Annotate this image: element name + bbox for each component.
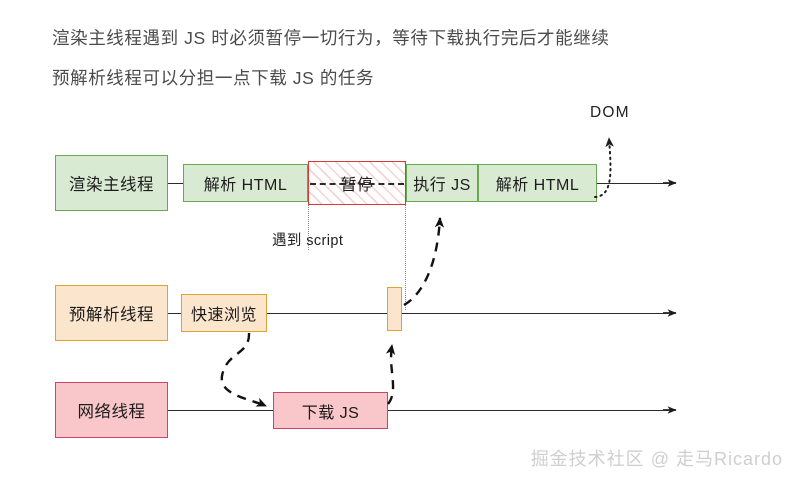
segment-parse-html-1: 解析 HTML [183,164,308,202]
timeline-rule-row3-right [388,410,669,411]
connector-stub-row2 [168,313,181,314]
connector-stub-row1 [168,183,183,184]
segment-parse-html-2: 解析 HTML [478,164,597,202]
headline-line-1: 渲染主线程遇到 JS 时必须暂停一切行为，等待下载执行完后才能继续 [52,28,610,48]
row-label-pre-parse-thread: 预解析线程 [55,285,168,341]
segment-preload-tick [387,287,402,331]
segment-download-js: 下载 JS [273,392,388,429]
guide-line-script-end [405,205,406,310]
segment-pause-label: 暂停 [340,177,374,194]
segment-quick-scan: 快速浏览 [181,294,267,332]
arrow-tick-to-execute-js [403,217,445,307]
arrow-dom-output [594,137,614,198]
arrow-quickscan-to-download [220,332,267,408]
annotation-encounter-script: 遇到 script [272,233,344,249]
timeline-rule-row2 [267,313,669,314]
headline-line-2: 预解析线程可以分担一点下载 JS 的任务 [52,68,375,88]
timeline-rule-row3-left [168,410,273,411]
row-label-render-main-thread: 渲染主线程 [55,155,168,211]
guide-line-script-start [308,205,309,250]
watermark: 掘金技术社区 @ 走马Ricardo [530,449,783,469]
annotation-dom-output: DOM [590,104,630,121]
timeline-rule-row1 [597,183,669,184]
pause-dashed-line [310,183,404,185]
arrow-download-to-tick [385,344,396,405]
row-label-network-thread: 网络线程 [55,382,168,438]
headline-paragraph: 渲染主线程遇到 JS 时必须暂停一切行为，等待下载执行完后才能继续 预解析线程可… [52,18,762,98]
segment-execute-js: 执行 JS [406,164,478,202]
